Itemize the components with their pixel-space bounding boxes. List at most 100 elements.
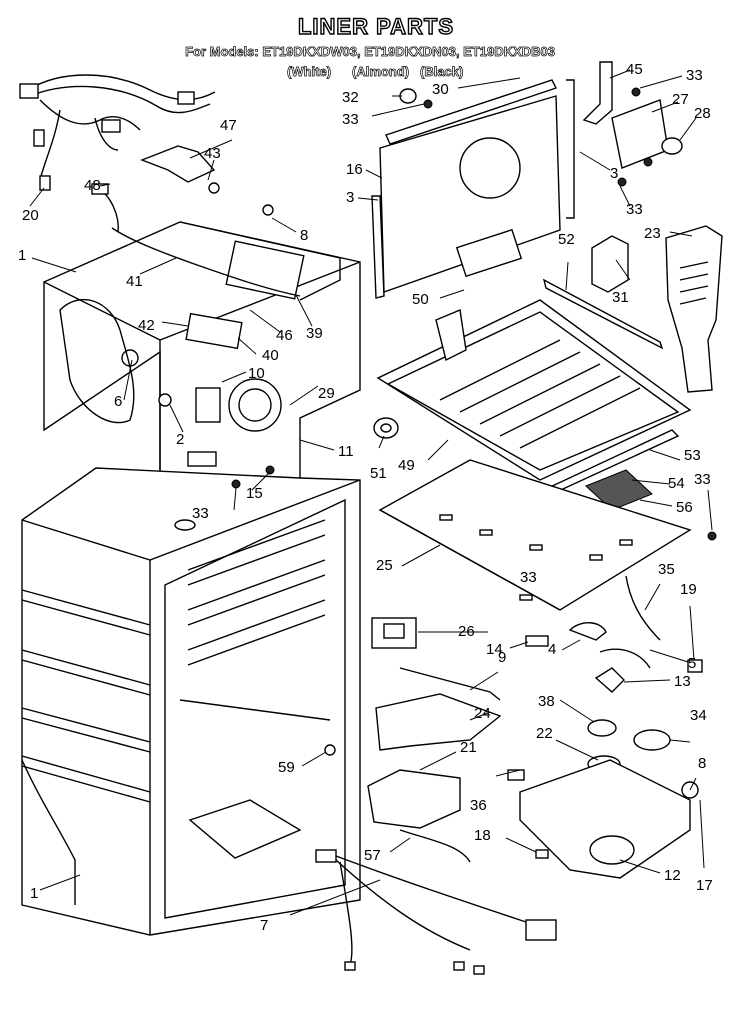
callout: 25 (376, 557, 393, 574)
callout: 18 (474, 827, 491, 844)
color-almond: (Almond) (352, 64, 410, 80)
callout: 33 (192, 505, 209, 522)
callout: 45 (626, 61, 643, 78)
callout: 19 (680, 581, 697, 598)
part-24 (375, 693, 502, 751)
control-housing (43, 221, 361, 511)
callout: 21 (460, 739, 477, 756)
callout: 33 (626, 201, 643, 218)
callout: 3 (346, 189, 354, 206)
callouts: 1 1 2 3 3 4 5 6 7 8 8 9 10 11 12 13 14 1… (18, 61, 713, 934)
leader-lines (29, 69, 713, 916)
callout: 36 (470, 797, 487, 814)
callout: 31 (612, 289, 629, 306)
callout: 30 (432, 81, 449, 98)
callout: 1 (18, 247, 26, 264)
callout: 53 (684, 447, 701, 464)
callout: 29 (318, 385, 335, 402)
callout: 43 (204, 145, 221, 162)
callout: 6 (114, 393, 122, 410)
callout: 28 (694, 105, 711, 122)
callout: 17 (696, 877, 713, 894)
part-35 (625, 575, 661, 641)
callout: 33 (686, 67, 703, 84)
callout: 24 (474, 705, 491, 722)
callout: 51 (370, 465, 387, 482)
callout: 8 (300, 227, 308, 244)
callout: 35 (658, 561, 675, 578)
callout: 23 (644, 225, 661, 242)
part-31 (591, 235, 629, 293)
screws (208, 87, 717, 541)
model-list: For Models: ET19DKXDW03, ET19DKXDN03, ET… (185, 44, 556, 60)
part-18 (535, 849, 549, 859)
callout: 57 (364, 847, 381, 864)
part-21 (367, 769, 461, 829)
callout: 8 (698, 755, 706, 772)
callout: 26 (458, 623, 475, 640)
callout: 5 (688, 655, 696, 672)
harness-41 (111, 227, 301, 297)
callout: 47 (220, 117, 237, 134)
callout: 39 (306, 325, 323, 342)
callout: 10 (248, 365, 265, 382)
callout: 33 (694, 471, 711, 488)
callout: 52 (558, 231, 575, 248)
callout: 7 (260, 917, 268, 934)
part-26 (371, 617, 417, 649)
callout: 59 (278, 759, 295, 776)
callout: 27 (672, 91, 689, 108)
part-9 (399, 667, 501, 701)
wire-harness-top (19, 74, 216, 191)
callout: 38 (538, 693, 555, 710)
part-4 (568, 622, 607, 641)
callout: 32 (342, 89, 359, 106)
part-34 (633, 729, 671, 751)
knob-28 (661, 137, 683, 155)
callout: 48 (84, 177, 101, 194)
callout: 46 (276, 327, 293, 344)
callout: 49 (398, 457, 415, 474)
bottom-panel (378, 459, 692, 611)
callout: 54 (668, 475, 685, 492)
callout: 41 (126, 273, 143, 290)
callout: 2 (176, 431, 184, 448)
callout: 9 (498, 649, 506, 666)
callout: 20 (22, 207, 39, 224)
color-white: (White) (287, 64, 332, 80)
bracket-27 (611, 99, 669, 169)
callout: 50 (412, 291, 429, 308)
light-housing (519, 759, 691, 879)
liner-body (21, 467, 361, 936)
callout: 42 (138, 317, 155, 334)
part-13 (594, 667, 625, 693)
diagram-title: LINER PARTS (297, 13, 455, 39)
callout: 33 (520, 569, 537, 586)
callout: 13 (674, 673, 691, 690)
part-14 (525, 635, 549, 647)
callout: 12 (664, 867, 681, 884)
callout: 34 (690, 707, 707, 724)
air-duct (665, 225, 723, 393)
callout: 14 (486, 641, 503, 658)
callout: 11 (338, 443, 354, 460)
color-black: (Black) (420, 64, 464, 80)
part-19 (687, 659, 703, 673)
callout: 40 (262, 347, 279, 364)
callout: 33 (342, 111, 359, 128)
rod-52 (542, 278, 664, 350)
callout: 3 (610, 165, 618, 182)
callout: 22 (536, 725, 553, 742)
bracket-45 (582, 61, 613, 125)
part-5 (599, 648, 651, 669)
back-panel (371, 79, 575, 299)
callout: 4 (548, 641, 556, 658)
callout: 1 (30, 885, 38, 902)
wire-harness-bottom (315, 829, 557, 975)
callout: 56 (676, 499, 693, 516)
part-36 (507, 769, 525, 781)
callout: 15 (246, 485, 263, 502)
callout: 16 (346, 161, 363, 178)
